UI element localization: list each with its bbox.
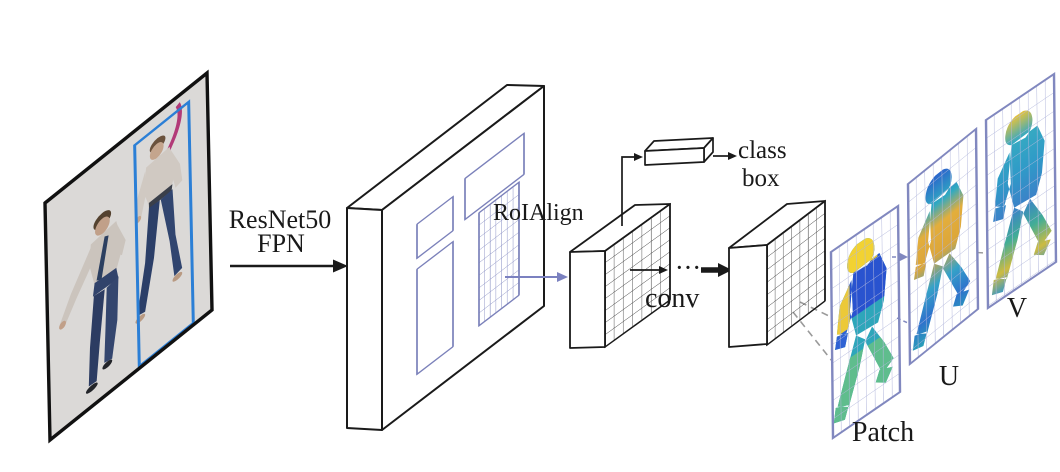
backbone-label-line1: ResNet50 [229, 205, 332, 234]
box-label: box [742, 165, 780, 192]
output-grid-v [984, 72, 1058, 311]
photo-content [45, 72, 213, 440]
roi-box-wide [464, 132, 525, 221]
roi-box-tall [416, 240, 454, 376]
feature-cube-2 [728, 199, 826, 348]
class-label: class [738, 137, 787, 164]
person-left [59, 210, 126, 394]
roialign-arrow [505, 272, 568, 282]
classbox-branch [621, 137, 737, 226]
output-grid-u [906, 126, 980, 367]
v-label: V [1007, 293, 1027, 324]
roi-proposals [416, 132, 525, 376]
backbone-arrow [230, 259, 348, 273]
patch-label: Patch [852, 417, 914, 448]
person-right [135, 102, 183, 324]
roi-box-gridded [478, 181, 520, 327]
conv-label: conv [645, 283, 699, 314]
arrow-right-icon [659, 266, 668, 274]
input-image [43, 69, 214, 444]
arrow-right-icon [333, 259, 348, 273]
arrow-right-icon [728, 152, 737, 160]
input-image-frame [43, 69, 214, 444]
arrow-right-icon [899, 252, 908, 262]
backbone-label-line2: FPN [257, 229, 305, 258]
roialign-label: RoIAlign [493, 200, 584, 226]
arrow-right-icon [557, 272, 568, 282]
ellipsis-dots: ··· [676, 257, 702, 279]
classbox-head-box [644, 137, 714, 166]
output-grid-patch [829, 203, 902, 441]
cube2-front-face [728, 244, 768, 348]
cube1-front-face [569, 250, 606, 349]
u-label: U [939, 361, 959, 392]
arrow-right-icon [634, 153, 643, 161]
roi-box-small [416, 195, 454, 260]
feature-cube-1 [569, 202, 671, 349]
thick-arrow-right-icon [718, 263, 732, 277]
conv-chain [630, 263, 732, 277]
feature-map-slab [346, 84, 545, 431]
